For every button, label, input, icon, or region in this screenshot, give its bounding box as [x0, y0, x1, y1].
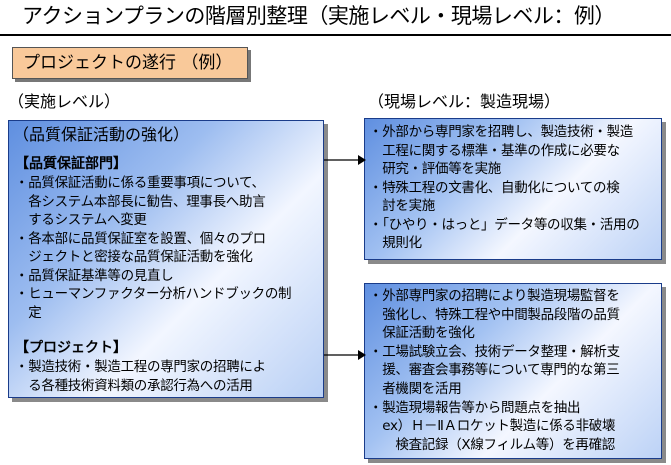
list-item: 強化し、特殊工程や中間製品段階の品質	[369, 306, 620, 323]
qa-dept-heading: 【品質保証部門】	[15, 156, 127, 172]
list-item: 研究・評価等を実施	[369, 161, 501, 177]
page-title: アクションプランの階層別整理（実施レベル・現場レベル：例）	[22, 4, 615, 28]
field-level-box-2: ・外部専門家の招聘により製造現場監督を 強化し、特殊工程や中間製品段階の品質 保…	[364, 283, 662, 459]
list-item: ジェクトと密接な品質保証活動を強化	[15, 249, 253, 265]
implementation-level-box: （品質保証活動の強化） 【品質保証部門】 ・品質保証活動に係る重要事項について、…	[8, 120, 324, 398]
title-underline	[0, 34, 671, 36]
list-item: 保証活動を強化	[369, 325, 475, 342]
list-item: ・「ひやり・はっと」データ等の収集・活用の	[369, 216, 640, 233]
list-item: ・特殊工程の文書化、自動化についての検	[369, 179, 620, 196]
left-box-title: （品質保証活動の強化）	[13, 125, 190, 144]
list-item: 規則化	[369, 235, 422, 251]
list-item: 討を実施	[369, 198, 435, 214]
list-item: 者機関を活用	[369, 380, 462, 397]
right-column-heading: （現場レベル：製造現場）	[368, 92, 561, 111]
list-item: 各システム本部長に勧告、理事長へ助言	[15, 193, 266, 210]
list-item: ・製造現場報告等から問題点を抽出	[369, 399, 581, 416]
list-item: ex）Ｈ－ⅡＡロケット製造に係る非破壊	[369, 418, 616, 435]
list-item: ・外部専門家の招聘により製造現場監督を	[369, 288, 620, 304]
field-level-box-1: ・外部から専門家を招聘し、製造技術・製造 工程に関する標準・基準の作成に必要な …	[364, 118, 662, 260]
list-item: ・製造技術・製造工程の専門家の招聘によ	[15, 359, 266, 375]
qa-dept-list: ・品質保証活動に係る重要事項について、 各システム本部長に勧告、理事長へ助言 す…	[15, 174, 292, 322]
field-list-1: ・外部から専門家を招聘し、製造技術・製造 工程に関する標準・基準の作成に必要な …	[369, 123, 640, 253]
field-list-2: ・外部専門家の招聘により製造現場監督を 強化し、特殊工程や中間製品段階の品質 保…	[369, 287, 620, 454]
list-item: 援、審査会事務等について専門的な第三	[369, 362, 620, 379]
list-item: ・工場試験立会、技術データ整理・解析支	[369, 343, 620, 360]
list-item: ・各本部に品質保証室を設置、個々のプロ	[15, 230, 266, 247]
list-item: ・外部から専門家を招聘し、製造技術・製造	[369, 124, 633, 140]
list-item: するシステムへ変更	[15, 212, 147, 228]
left-column-heading: （実施レベル）	[8, 92, 121, 111]
arrow-right-icon	[324, 155, 366, 165]
arrow-right-icon	[324, 350, 366, 360]
list-item: ・品質保証基準等の見直し	[15, 267, 174, 284]
list-item: ・品質保証活動に係る重要事項について、	[15, 175, 265, 191]
list-item: る各種技術資料類の承認行為への活用	[15, 377, 253, 394]
project-heading: 【プロジェクト】	[15, 340, 127, 356]
list-item: 工程に関する標準・基準の作成に必要な	[369, 142, 620, 159]
list-item: 検査記録（X線フィルム等）を再確認	[369, 436, 616, 453]
list-item: ・ヒューマンファクター分析ハンドブックの制	[15, 286, 292, 302]
project-tag: プロジェクトの遂行 （例）	[12, 47, 248, 79]
project-list: ・製造技術・製造工程の専門家の招聘によ る各種技術資料類の承認行為への活用	[15, 358, 266, 395]
list-item: 定	[15, 304, 42, 321]
